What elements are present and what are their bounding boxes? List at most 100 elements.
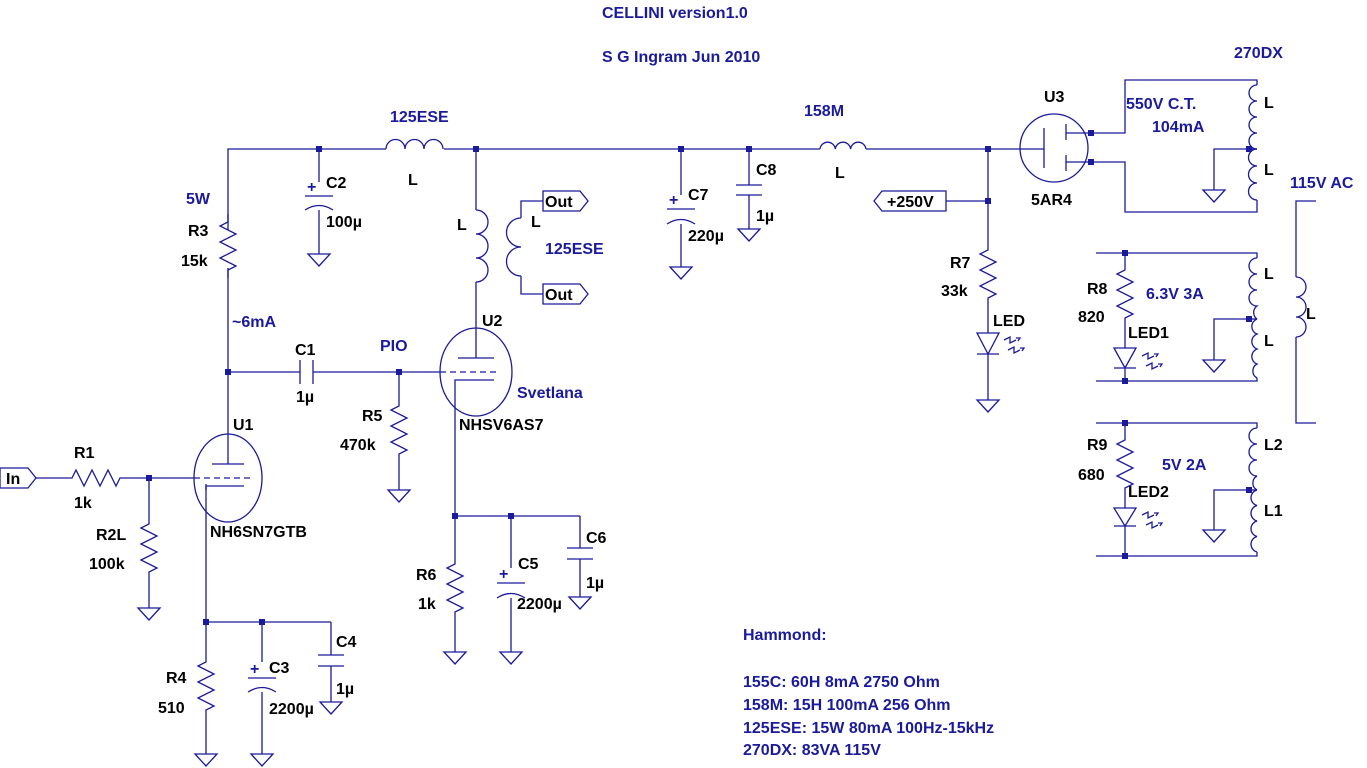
u3-value: 5AR4: [1031, 192, 1072, 209]
capacitor-c5: +: [496, 566, 526, 599]
fil2-note: 5V 2A: [1162, 457, 1207, 474]
resistor-r9: [1115, 435, 1135, 490]
c4-name: C4: [336, 634, 357, 651]
tube-u3: [1019, 113, 1089, 183]
fil2-coil-bottom: [1250, 489, 1258, 553]
c8-name: C8: [756, 162, 777, 179]
r8-name: R8: [1087, 281, 1108, 298]
c1-name: C1: [295, 342, 316, 359]
svg-text:+: +: [250, 661, 259, 678]
ot-primary-label: L: [457, 217, 467, 234]
r5-name: R5: [362, 408, 383, 425]
mains-coil: [1295, 276, 1307, 338]
ground-icon: [976, 397, 1000, 413]
ot-note: 125ESE: [545, 241, 604, 258]
fil2-coil-top: [1248, 427, 1260, 491]
output-label-top: Out: [545, 194, 573, 211]
ground-icon: [387, 487, 411, 503]
c5-name: C5: [518, 556, 539, 573]
choke-158m: [819, 141, 867, 150]
ground-icon: [669, 264, 693, 280]
r7-name: R7: [950, 255, 971, 272]
u2-value: NHSV6AS7: [459, 417, 544, 434]
svg-text:+: +: [307, 179, 316, 196]
capacitors: + + + +: [247, 179, 762, 693]
labels: CELLINI version1.0 S G Ingram Jun 2010 2…: [6, 5, 1354, 759]
transformer-name: 270DX: [1234, 45, 1283, 62]
c7-value: 220µ: [688, 228, 724, 245]
ports: [0, 190, 947, 489]
hv-coil-top: [1248, 84, 1258, 150]
ground-icon: [1202, 187, 1226, 203]
ground-icon: [319, 699, 343, 715]
fil1-coil-bottom: [1251, 318, 1259, 379]
ground-icon: [194, 751, 218, 767]
c1-note: PIO: [380, 338, 408, 355]
resistor-r3: [218, 214, 238, 278]
capacitor-c6: [567, 547, 593, 560]
junction-dots: [146, 130, 1252, 625]
ot-primary-coil: [475, 209, 489, 283]
hv-coil-bottom-label: L: [1264, 162, 1274, 179]
u2-note: Svetlana: [517, 385, 583, 402]
c1-value: 1µ: [296, 389, 314, 406]
c4-value: 1µ: [336, 681, 354, 698]
capacitor-c1: [299, 360, 314, 384]
r3-note: 5W: [186, 191, 211, 208]
ground-icon: [568, 594, 592, 610]
c2-value: 100µ: [326, 214, 362, 231]
choke2-note: 158M: [804, 103, 844, 120]
led-name: LED: [993, 313, 1025, 330]
led2-name: LED2: [1128, 484, 1169, 501]
r8-value: 820: [1078, 309, 1105, 326]
led1-name: LED1: [1128, 325, 1169, 342]
led2: [1112, 507, 1164, 530]
wires: [36, 79, 1316, 752]
r2-name: R2L: [96, 527, 126, 544]
r9-name: R9: [1087, 437, 1108, 454]
svg-text:+: +: [499, 566, 508, 583]
c3-value: 2200µ: [269, 701, 314, 718]
u1-name: U1: [233, 417, 254, 434]
schematic-author: S G Ingram Jun 2010: [602, 49, 760, 66]
hv-coil-bottom: [1247, 148, 1258, 201]
capacitor-c8: [736, 184, 762, 196]
r1-name: R1: [74, 445, 95, 462]
r4-value: 510: [158, 700, 185, 717]
hv-note-1: 550V C.T.: [1126, 96, 1196, 113]
choke1-name: L: [408, 172, 418, 189]
tube-u2: [439, 327, 513, 417]
input-port: [0, 467, 37, 489]
ground-icon: [443, 649, 467, 665]
ground-icon: [737, 226, 761, 242]
ground-symbols: [137, 187, 1226, 767]
ground-icon: [499, 649, 523, 665]
capacitor-c2: +: [304, 179, 334, 211]
notes-line: 270DX: 83VA 115V: [743, 742, 881, 759]
r3-value: 15k: [181, 253, 208, 270]
resistor-r8: [1115, 265, 1135, 320]
ground-icon: [1202, 357, 1226, 373]
choke2-name: L: [835, 165, 845, 182]
resistors: [64, 214, 1135, 720]
led1: [1112, 347, 1164, 371]
c6-value: 1µ: [586, 575, 604, 592]
r3-name: R3: [188, 223, 209, 240]
ot-secondary-coil: [505, 217, 522, 277]
fil2-coil-top-label: L2: [1264, 437, 1283, 454]
notes-line: 155C: 60H 8mA 2750 Ohm: [743, 674, 940, 691]
bplus-port: [873, 190, 947, 212]
capacitor-c7: +: [666, 192, 696, 225]
r6-name: R6: [416, 567, 437, 584]
fil1-coil-top-label: L: [1264, 266, 1274, 283]
c7-name: C7: [688, 187, 709, 204]
r5-value: 470k: [340, 437, 376, 454]
resistor-r1: [64, 468, 122, 488]
c8-value: 1µ: [756, 208, 774, 225]
resistor-r7: [978, 245, 998, 300]
schematic-title: CELLINI version1.0: [602, 5, 748, 22]
notes-heading: Hammond:: [743, 627, 827, 644]
output-port-bottom: [542, 283, 589, 305]
fil1-coil-top: [1248, 257, 1260, 320]
